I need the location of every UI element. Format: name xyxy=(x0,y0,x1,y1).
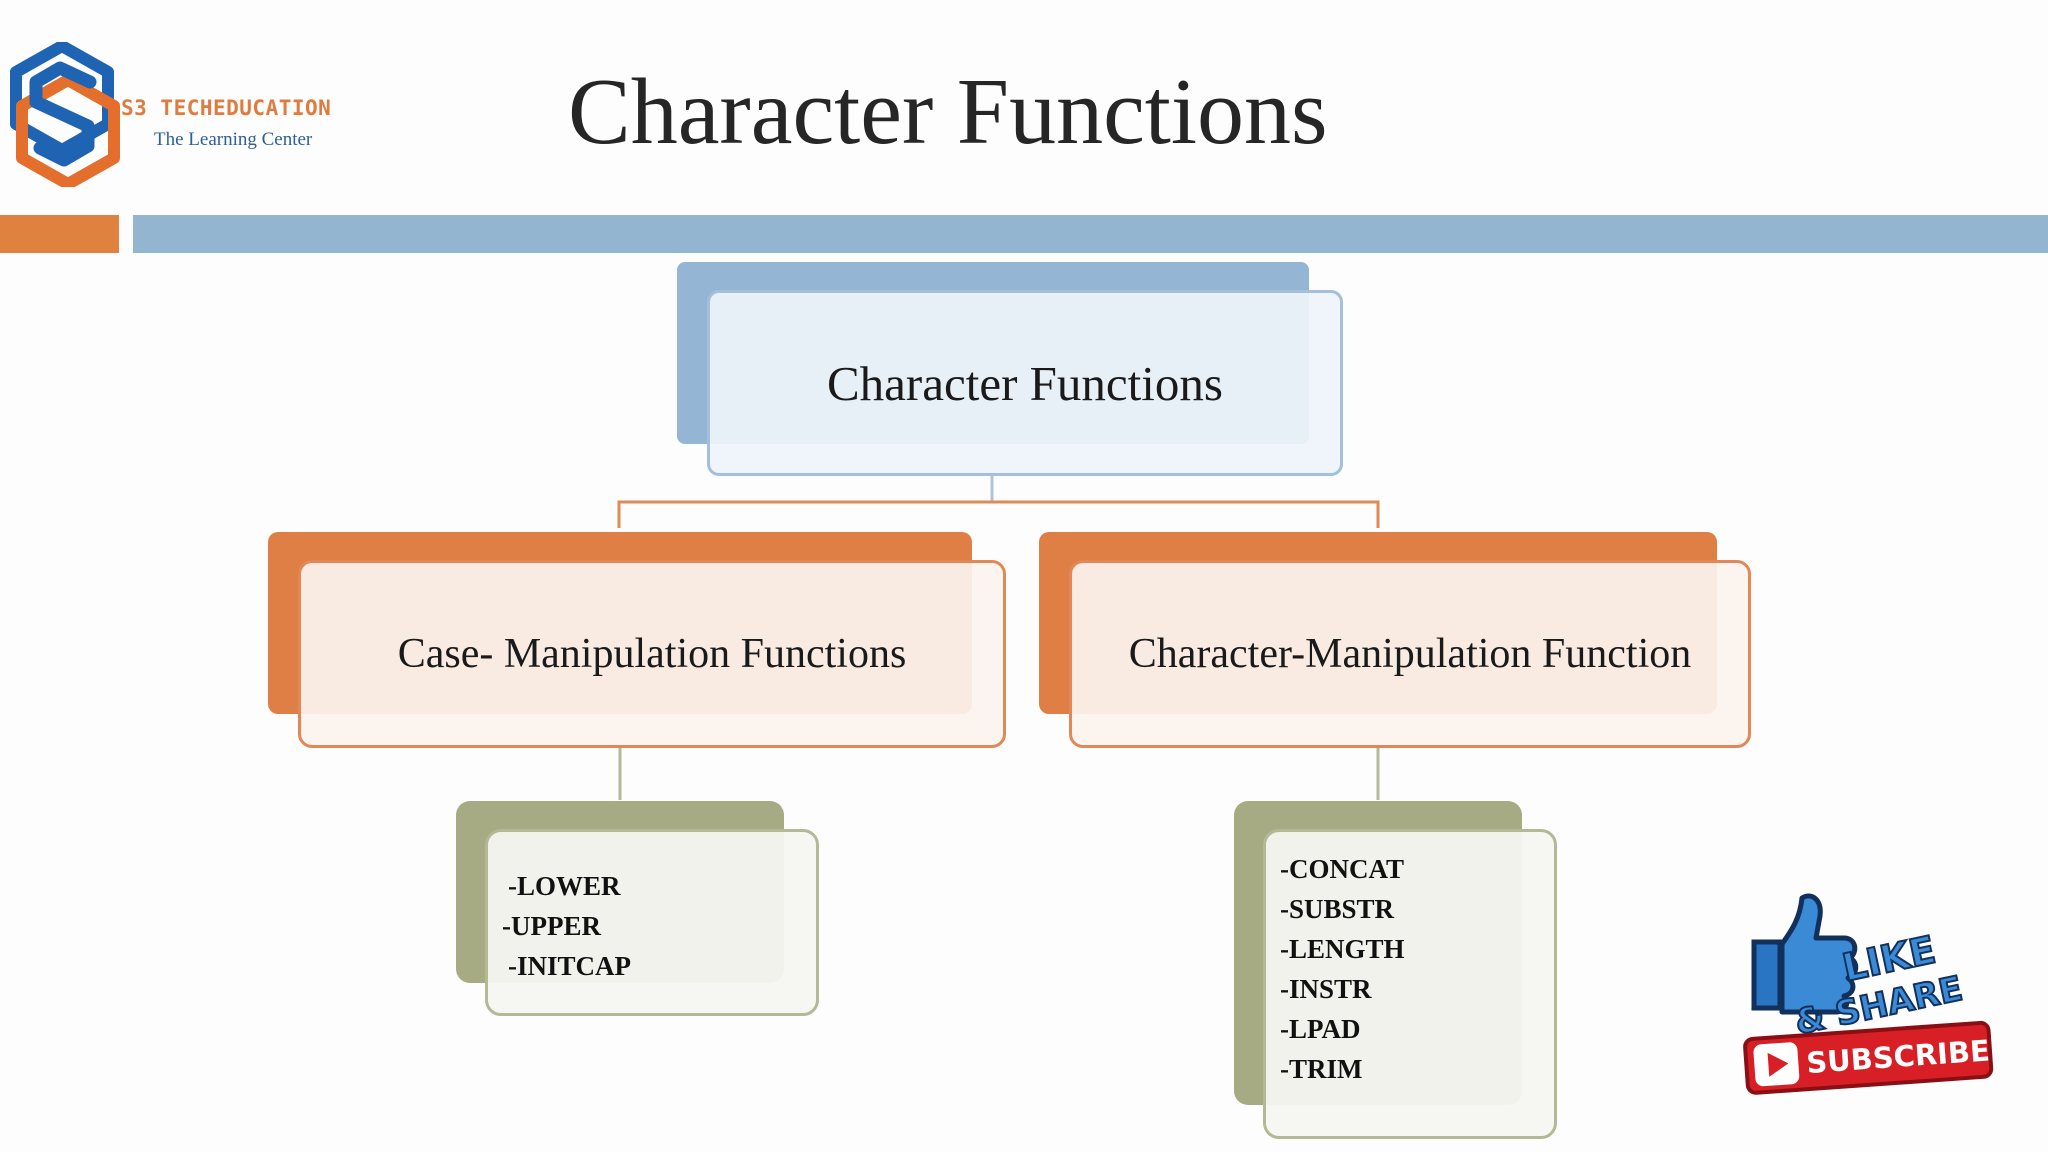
root-node: Character Functions xyxy=(707,290,1343,476)
brand-name: S3 TECHEDUCATION xyxy=(121,96,332,120)
list-item: -INSTR xyxy=(1280,974,1372,1004)
list-item: -CONCAT xyxy=(1280,854,1404,884)
like-share-subscribe-badge[interactable]: LIKE & SHARE SUBSCRIBE xyxy=(1740,890,2000,1096)
branch-node-case: Case- Manipulation Functions xyxy=(298,560,1006,748)
list-item: -LPAD xyxy=(1280,1014,1361,1044)
leaf-node-character: -CONCAT -SUBSTR -LENGTH -INSTR -LPAD -TR… xyxy=(1263,829,1557,1139)
brand-tagline: The Learning Center xyxy=(154,129,313,150)
header-bar-accent xyxy=(0,215,119,253)
leaf-node-case: -LOWER -UPPER -INITCAP xyxy=(485,829,819,1016)
list-item: -LOWER xyxy=(508,871,621,901)
slide-title: Character Functions xyxy=(568,60,1328,164)
list-item: -INITCAP xyxy=(508,951,632,981)
list-item: -SUBSTR xyxy=(1280,894,1395,924)
s3-hexagon-logo-icon xyxy=(10,42,120,187)
thumbs-up-icon xyxy=(1751,893,1859,1015)
list-item: -LENGTH xyxy=(1280,934,1405,964)
root-node-label: Character Functions xyxy=(827,355,1223,411)
branch-label-character: Character-Manipulation Function xyxy=(1128,631,1692,677)
branch-node-character: Character-Manipulation Function xyxy=(1069,560,1751,748)
header-bar xyxy=(133,215,2048,253)
branch-label-case: Case- Manipulation Functions xyxy=(397,631,907,677)
list-item: -TRIM xyxy=(1280,1054,1363,1084)
play-icon xyxy=(1753,1042,1800,1087)
list-item: -UPPER xyxy=(502,911,601,941)
